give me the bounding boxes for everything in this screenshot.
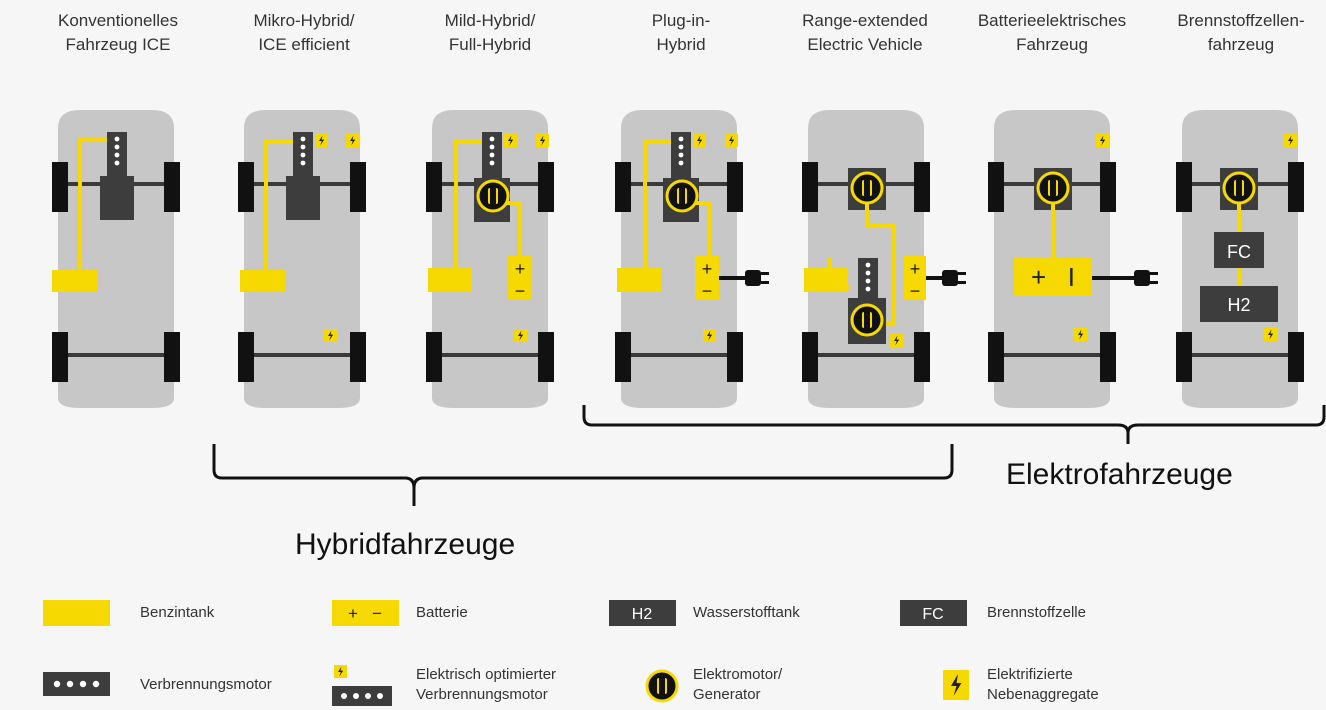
charging-plug-icon — [1134, 270, 1158, 286]
battery — [1014, 258, 1092, 296]
fuel-tank — [52, 270, 97, 292]
engine-block — [100, 176, 134, 220]
svg-text:+: + — [910, 259, 921, 279]
svg-text:−: − — [702, 281, 713, 301]
svg-text:H2: H2 — [632, 606, 653, 623]
legend-benzintank-swatch — [43, 600, 110, 626]
battery-minus: − — [515, 281, 526, 301]
car-ice — [52, 110, 180, 408]
charging-plug-icon — [942, 270, 966, 286]
legend-batterie-swatch — [332, 600, 399, 626]
car-fcev: FC H2 — [1176, 110, 1304, 408]
legend-elektromotor-icon — [645, 669, 679, 703]
car-plug-in-hybrid: + − — [615, 110, 769, 408]
fuel-cell — [1214, 232, 1264, 268]
column-title-mikro-hybrid: Mikro-Hybrid/ICE efficient — [253, 11, 355, 54]
legend-verbrennungsmotor-swatch — [43, 672, 110, 696]
legend-elektromotor-label: Elektromotor/Generator — [693, 666, 783, 703]
legend-benzintank-label: Benzintank — [140, 604, 215, 621]
legend-h2-swatch — [609, 600, 676, 626]
car-mild-hybrid: + − — [426, 110, 554, 408]
legend-verbrennungsmotor-label: Verbrennungsmotor — [140, 676, 272, 693]
legend-batterie-label: Batterie — [416, 604, 468, 621]
charging-plug-icon — [745, 270, 769, 286]
car-range-extended: + − — [802, 110, 966, 408]
column-title-fcev: Brennstoffzellen-fahrzeug — [1177, 11, 1305, 54]
hydrogen-tank — [1200, 286, 1278, 322]
column-title-plug-in-hybrid: Plug-in-Hybrid — [651, 11, 711, 54]
legend-elektrisch-optimiert-swatch — [332, 665, 392, 706]
battery-plus: + — [515, 259, 526, 279]
svg-text:FC: FC — [1227, 242, 1251, 262]
car-mikro-hybrid — [238, 110, 366, 408]
svg-text:−: − — [910, 281, 921, 301]
legend-fc-swatch — [900, 600, 967, 626]
svg-text:+ I: + I — [1031, 262, 1075, 292]
battery — [508, 256, 532, 300]
svg-text:+: + — [702, 259, 713, 279]
group-label-hybrid: Hybridfahrzeuge — [295, 528, 516, 561]
svg-text:FC: FC — [922, 606, 943, 623]
electric-brace — [582, 405, 1326, 444]
column-title-mild-hybrid: Mild-Hybrid/Full-Hybrid — [444, 11, 536, 54]
svg-text:H2: H2 — [1227, 295, 1250, 315]
group-label-electric: Elektrofahrzeuge — [1006, 458, 1233, 491]
car-bev: + I — [988, 110, 1158, 408]
svg-text:+ −: + − — [348, 604, 382, 623]
hybrid-brace — [212, 444, 954, 506]
legend-nebenaggregate-icon — [943, 670, 969, 700]
bolt-icon — [334, 665, 347, 678]
legend-brennstoffzelle-label: Brennstoffzelle — [987, 604, 1086, 621]
legend-wasserstofftank-label: Wasserstofftank — [693, 604, 800, 621]
